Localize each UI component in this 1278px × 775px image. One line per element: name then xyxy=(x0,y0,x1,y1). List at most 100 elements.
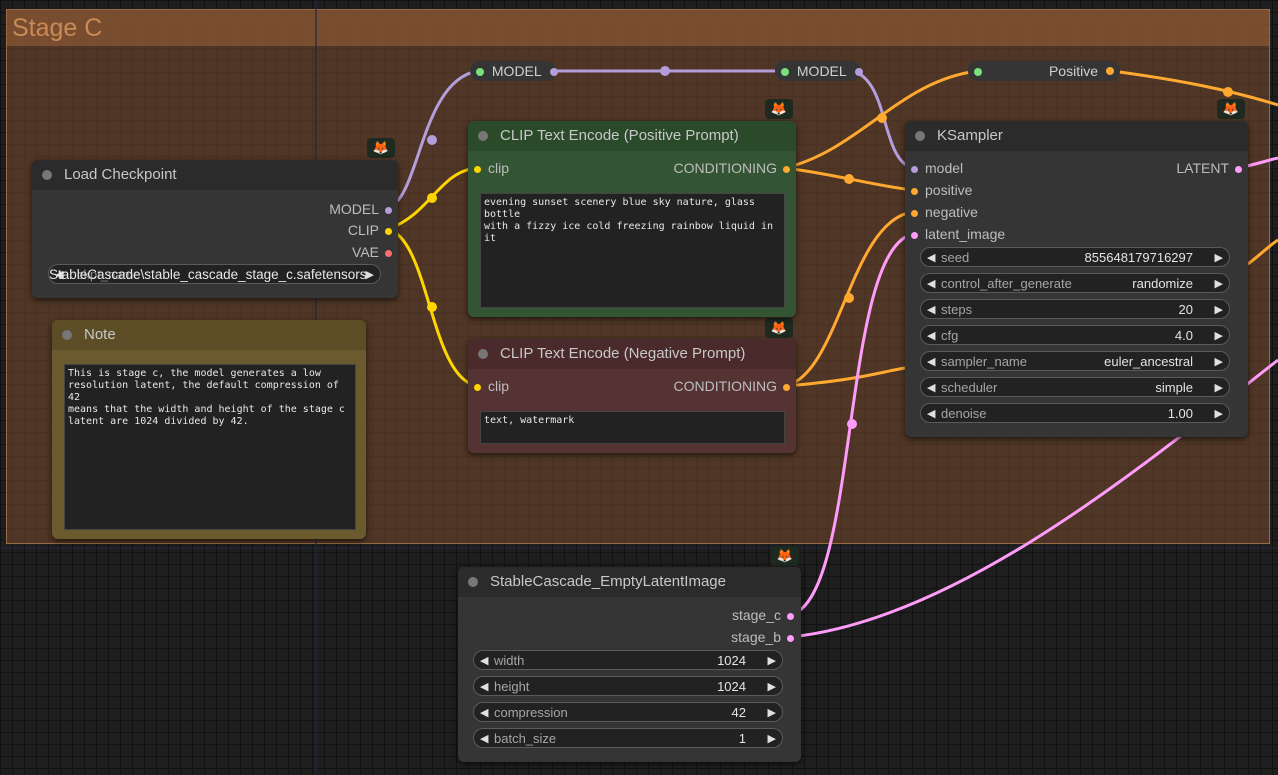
decrement-arrow-icon[interactable]: ◀ xyxy=(927,356,936,368)
decrement-arrow-icon[interactable]: ◀ xyxy=(927,382,936,394)
decrement-arrow-icon[interactable]: ◀ xyxy=(927,304,936,316)
input-model[interactable]: model xyxy=(911,159,963,177)
decrement-arrow-icon[interactable]: ◀ xyxy=(480,707,489,719)
output-vae[interactable]: VAE xyxy=(352,243,392,261)
node-title[interactable]: CLIP Text Encode (Negative Prompt) xyxy=(468,339,796,369)
widget-width[interactable]: ◀ width 1024 ▶ xyxy=(473,650,783,670)
reroute-output-pin[interactable] xyxy=(549,68,558,77)
widget-cfg[interactable]: ◀ cfg 4.0 ▶ xyxy=(920,325,1230,345)
output-stage-c[interactable]: stage_c xyxy=(732,606,794,624)
widget-sampler-name[interactable]: ◀ sampler_name euler_ancestral ▶ xyxy=(920,351,1230,371)
node-title[interactable]: Load Checkpoint xyxy=(32,160,398,190)
output-pin[interactable] xyxy=(1235,165,1242,173)
output-latent[interactable]: LATENT xyxy=(1176,159,1242,177)
node-note[interactable]: Note This is stage c, the model generate… xyxy=(52,320,366,539)
collapse-dot[interactable] xyxy=(42,170,52,180)
decrement-arrow-icon[interactable]: ◀ xyxy=(480,681,489,693)
increment-arrow-icon[interactable]: ▶ xyxy=(1214,382,1223,394)
node-clip-text-encode-negative[interactable]: CLIP Text Encode (Negative Prompt) clip … xyxy=(468,339,796,453)
node-title[interactable]: Note xyxy=(52,320,366,350)
note-textarea[interactable]: This is stage c, the model generates a l… xyxy=(64,364,356,530)
node-title[interactable]: StableCascade_EmptyLatentImage xyxy=(458,567,801,597)
input-pin[interactable] xyxy=(911,209,918,217)
increment-arrow-icon[interactable]: ▶ xyxy=(767,681,776,693)
reroute-output-pin[interactable] xyxy=(1106,67,1114,75)
output-pin[interactable] xyxy=(783,383,790,391)
slot-label: VAE xyxy=(352,244,379,260)
decrement-arrow-icon[interactable]: ◀ xyxy=(927,278,936,290)
reroute-positive[interactable]: Positive xyxy=(968,61,1120,81)
widget-label: sampler_name xyxy=(941,354,1027,369)
widget-batch-size[interactable]: ◀ batch_size 1 ▶ xyxy=(473,728,783,748)
collapse-dot[interactable] xyxy=(478,131,488,141)
node-title-text: Note xyxy=(84,326,116,343)
group-title[interactable]: Stage C xyxy=(7,10,1269,46)
output-pin[interactable] xyxy=(385,227,392,235)
decrement-arrow-icon[interactable]: ◀ xyxy=(927,408,936,420)
output-clip[interactable]: CLIP xyxy=(348,221,392,239)
next-arrow-icon[interactable]: ▶ xyxy=(365,269,374,281)
increment-arrow-icon[interactable]: ▶ xyxy=(767,655,776,667)
node-clip-text-encode-positive[interactable]: CLIP Text Encode (Positive Prompt) clip … xyxy=(468,121,796,317)
output-pin[interactable] xyxy=(783,165,790,173)
decrement-arrow-icon[interactable]: ◀ xyxy=(480,733,489,745)
input-clip[interactable]: clip xyxy=(474,159,509,177)
input-pin[interactable] xyxy=(911,187,918,195)
output-stage-b[interactable]: stage_b xyxy=(731,628,794,646)
output-conditioning[interactable]: CONDITIONING xyxy=(674,377,790,395)
prompt-textarea[interactable]: evening sunset scenery blue sky nature, … xyxy=(480,193,785,308)
widget-height[interactable]: ◀ height 1024 ▶ xyxy=(473,676,783,696)
collapse-dot[interactable] xyxy=(915,131,925,141)
increment-arrow-icon[interactable]: ▶ xyxy=(767,733,776,745)
ckpt-name-combo[interactable]: ◀ ckpt_name StableCascade\stable_cascade… xyxy=(48,264,381,284)
reroute-model-2[interactable]: MODEL xyxy=(775,61,863,81)
widget-steps[interactable]: ◀ steps 20 ▶ xyxy=(920,299,1230,319)
node-load-checkpoint[interactable]: Load Checkpoint MODEL CLIP VAE ◀ ckpt_na… xyxy=(32,160,398,298)
input-pin[interactable] xyxy=(911,165,918,173)
increment-arrow-icon[interactable]: ▶ xyxy=(1214,304,1223,316)
output-model[interactable]: MODEL xyxy=(329,200,392,218)
input-negative[interactable]: negative xyxy=(911,203,978,221)
prev-arrow-icon[interactable]: ◀ xyxy=(55,269,64,281)
increment-arrow-icon[interactable]: ▶ xyxy=(1214,356,1223,368)
reroute-output-pin[interactable] xyxy=(854,68,863,77)
increment-arrow-icon[interactable]: ▶ xyxy=(767,707,776,719)
input-pin[interactable] xyxy=(474,383,481,391)
widget-value: StableCascade\stable_cascade_stage_c.saf… xyxy=(49,267,367,282)
reroute-input-pin[interactable] xyxy=(974,68,982,77)
increment-arrow-icon[interactable]: ▶ xyxy=(1214,330,1223,342)
collapse-dot[interactable] xyxy=(62,330,72,340)
output-conditioning[interactable]: CONDITIONING xyxy=(674,159,790,177)
node-ksampler[interactable]: KSampler model positive negative latent_… xyxy=(905,121,1248,437)
widget-scheduler[interactable]: ◀ scheduler simple ▶ xyxy=(920,377,1230,397)
node-title[interactable]: CLIP Text Encode (Positive Prompt) xyxy=(468,121,796,151)
input-latent-image[interactable]: latent_image xyxy=(911,225,1005,243)
node-title[interactable]: KSampler xyxy=(905,121,1248,151)
reroute-model-1[interactable]: MODEL xyxy=(470,61,558,81)
output-pin[interactable] xyxy=(787,634,794,642)
collapse-dot[interactable] xyxy=(478,349,488,359)
input-pin[interactable] xyxy=(911,231,918,239)
widget-control-after-generate[interactable]: ◀ control_after_generate randomize ▶ xyxy=(920,273,1230,293)
decrement-arrow-icon[interactable]: ◀ xyxy=(480,655,489,667)
decrement-arrow-icon[interactable]: ◀ xyxy=(927,252,936,264)
input-clip[interactable]: clip xyxy=(474,377,509,395)
increment-arrow-icon[interactable]: ▶ xyxy=(1214,278,1223,290)
input-positive[interactable]: positive xyxy=(911,181,972,199)
widget-compression[interactable]: ◀ compression 42 ▶ xyxy=(473,702,783,722)
collapse-dot[interactable] xyxy=(468,577,478,587)
widget-seed[interactable]: ◀ seed 855648179716297 ▶ xyxy=(920,247,1230,267)
node-stablecascade-empty-latent-image[interactable]: StableCascade_EmptyLatentImage stage_c s… xyxy=(458,567,801,762)
increment-arrow-icon[interactable]: ▶ xyxy=(1214,252,1223,264)
prompt-textarea[interactable]: text, watermark xyxy=(480,411,785,444)
decrement-arrow-icon[interactable]: ◀ xyxy=(927,330,936,342)
input-pin[interactable] xyxy=(474,165,481,173)
output-pin[interactable] xyxy=(385,206,392,214)
increment-arrow-icon[interactable]: ▶ xyxy=(1214,408,1223,420)
reroute-input-pin[interactable] xyxy=(476,68,484,77)
slot-label: positive xyxy=(925,182,973,198)
widget-denoise[interactable]: ◀ denoise 1.00 ▶ xyxy=(920,403,1230,423)
output-pin[interactable] xyxy=(385,249,392,257)
reroute-input-pin[interactable] xyxy=(781,68,789,77)
output-pin[interactable] xyxy=(787,612,794,620)
